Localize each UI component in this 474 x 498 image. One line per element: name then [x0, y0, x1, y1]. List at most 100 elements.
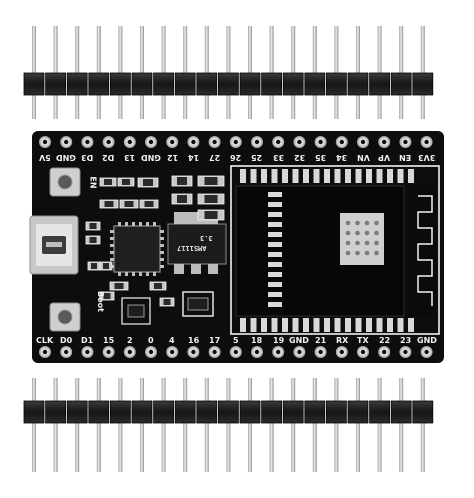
- pad-hole: [127, 139, 132, 145]
- bottom-header-plastic-block: [174, 400, 196, 424]
- top-header-plastic-block: [239, 72, 261, 96]
- boot-button: [49, 302, 81, 332]
- usb-uart-chip-pins: [110, 222, 164, 276]
- thermal-via: [345, 230, 351, 236]
- thermal-via: [355, 250, 360, 256]
- pin-label: D0: [60, 336, 73, 345]
- pad-hole: [233, 349, 238, 355]
- module-pad: [268, 192, 282, 197]
- bottom-header-plastic-block: [217, 400, 239, 424]
- smd-body: [204, 211, 218, 219]
- thermal-pad: [340, 213, 384, 265]
- module-pad: [408, 169, 414, 183]
- pin-label: GND: [417, 336, 437, 345]
- pin-label: 18: [251, 336, 263, 345]
- smd-body: [122, 179, 130, 185]
- thermal-via: [364, 230, 370, 236]
- pad-hole: [148, 349, 154, 355]
- pad-hole: [106, 349, 111, 355]
- chip-pin: [160, 230, 164, 233]
- pin-label: D1: [81, 336, 94, 345]
- pad-hole: [276, 139, 281, 145]
- pad-hole: [382, 349, 387, 355]
- module-pad: [292, 169, 299, 183]
- pad-hole: [318, 139, 323, 145]
- bottom-header-pin: [183, 378, 188, 472]
- thermal-via: [374, 220, 379, 226]
- smd-body: [104, 179, 112, 185]
- thermal-via: [364, 240, 370, 246]
- top-header-pin: [183, 26, 188, 119]
- top-header-plastic-block: [131, 72, 153, 96]
- bottom-header-pin: [420, 378, 425, 472]
- top-pad-row: [39, 136, 433, 148]
- bottom-header-plastic-block: [304, 400, 326, 424]
- pin-label: VN: [357, 153, 370, 162]
- pad-hole: [382, 139, 387, 145]
- pcb: [29, 131, 444, 363]
- top-header-plastic-block: [217, 72, 239, 96]
- module-pad: [292, 318, 299, 332]
- top-header-pin: [53, 26, 58, 119]
- chip-pin: [146, 222, 149, 226]
- module-pad: [268, 292, 282, 297]
- top-header-plastic-block: [390, 72, 412, 96]
- chip-pin: [160, 258, 164, 261]
- thermal-via: [374, 230, 379, 236]
- chip-pin: [125, 222, 128, 226]
- top-header-pin: [334, 26, 339, 119]
- smd-body: [91, 263, 97, 269]
- bottom-header-plastic-block: [110, 400, 131, 424]
- chip-pin: [118, 222, 121, 226]
- thermal-vias: [345, 220, 379, 256]
- diode: [187, 297, 209, 311]
- pad-hole: [318, 349, 323, 355]
- smd-body: [154, 283, 162, 289]
- module-pad: [313, 318, 320, 332]
- silkscreen-box-2: [121, 297, 151, 325]
- pad-hole: [254, 139, 260, 145]
- smd-body: [143, 179, 153, 186]
- bottom-header-plastic-block: [239, 400, 261, 424]
- pin-label: 13: [124, 153, 136, 162]
- chip-pin: [160, 244, 164, 247]
- pad-hole: [63, 349, 69, 355]
- module-pad: [324, 169, 330, 183]
- chip-pin: [110, 244, 114, 247]
- bottom-header-pin: [53, 378, 58, 472]
- pin-label: 17: [209, 336, 221, 345]
- pin-label: 25: [251, 153, 263, 162]
- pin-label: 35: [315, 153, 327, 162]
- chip-pin: [110, 251, 114, 254]
- top-header-pin: [161, 26, 166, 119]
- bottom-header-pin: [118, 378, 123, 472]
- pad-hole: [148, 139, 154, 145]
- pin-label: 14: [188, 153, 200, 162]
- pin-label: 5: [233, 336, 239, 345]
- smd-body: [204, 195, 218, 203]
- pin-label: CLK: [36, 336, 54, 345]
- bottom-header-pin: [399, 378, 404, 472]
- module-pad: [268, 302, 282, 307]
- module-pad: [240, 169, 246, 183]
- smd-body: [144, 201, 154, 207]
- module-pad: [240, 318, 246, 332]
- bottom-header-plastic-block: [347, 400, 369, 424]
- smd-body: [103, 293, 111, 299]
- bottom-header-pin: [334, 378, 339, 472]
- thermal-via: [364, 220, 370, 226]
- top-header-pin: [226, 26, 231, 119]
- top-header-plastic-block: [282, 72, 304, 96]
- smd-body: [103, 263, 109, 269]
- module-pad: [268, 262, 282, 267]
- pad-hole: [276, 349, 281, 355]
- pin-label: GND: [141, 153, 161, 162]
- pin-label: VP: [378, 153, 391, 162]
- smd-body: [89, 223, 97, 229]
- pin-label: GND: [289, 336, 309, 345]
- module-pad: [268, 232, 282, 237]
- pin-label: 34: [336, 153, 348, 162]
- top-header-pin: [312, 26, 317, 119]
- pin-label: 22: [379, 336, 391, 345]
